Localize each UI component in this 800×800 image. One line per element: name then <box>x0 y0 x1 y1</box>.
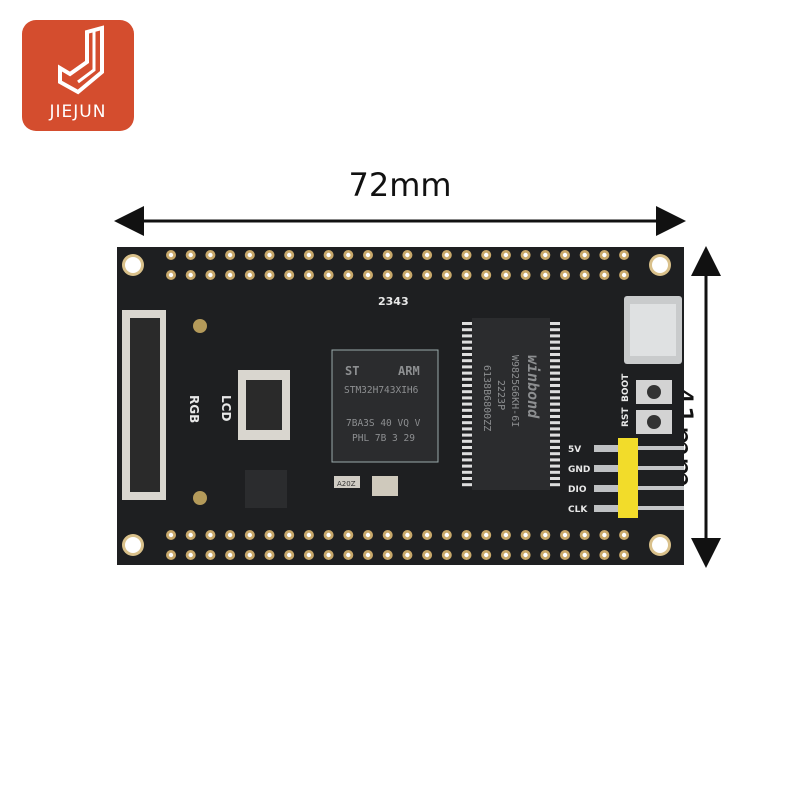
rst-label: RST <box>621 407 631 427</box>
width-dimension-label: 72mm <box>348 166 452 204</box>
svg-text:ST: ST <box>345 364 359 378</box>
pin-label-5v: 5V <box>568 445 581 455</box>
pin-label-gnd: GND <box>568 465 590 475</box>
header-pin <box>618 438 638 458</box>
brand-logo: JIEJUN <box>22 20 134 131</box>
pin-label-dio: DIO <box>568 485 587 495</box>
mcu-chip <box>331 349 439 463</box>
header-pin <box>618 498 638 518</box>
crystal <box>372 476 398 496</box>
mcu-part: STM32H743XIH6 <box>344 385 419 396</box>
header-pin <box>618 458 638 478</box>
mcu-line3: PHL 7B 3 29 <box>352 433 415 444</box>
boot-label: BOOT <box>621 373 631 402</box>
rgb-label: RGB <box>187 395 201 423</box>
header-pin <box>618 478 638 498</box>
sdram-chip <box>472 318 550 490</box>
pin-label-clk: CLK <box>568 505 588 515</box>
crystal-label: A20Z <box>337 480 356 488</box>
debug-pin-header: 5V GND DIO CLK <box>568 438 684 518</box>
date-code: 2343 <box>378 295 409 308</box>
sdram-brand: winbond <box>524 355 542 419</box>
logo-text: JIEJUN <box>49 102 107 122</box>
sdram-line2: 2223P <box>495 380 506 410</box>
regulator-chip <box>245 470 287 508</box>
sdram-part: W9825G6KH-6I <box>509 355 520 427</box>
header-holes <box>122 250 671 560</box>
mcu-brand: ARM <box>398 364 420 378</box>
logo-j-mark <box>58 25 104 95</box>
sdram-line3: 6138B6800ZZ <box>481 365 492 431</box>
lcd-label: LCD <box>219 395 233 421</box>
mcu-line2: 7BA3S 40 VQ V <box>346 418 421 429</box>
